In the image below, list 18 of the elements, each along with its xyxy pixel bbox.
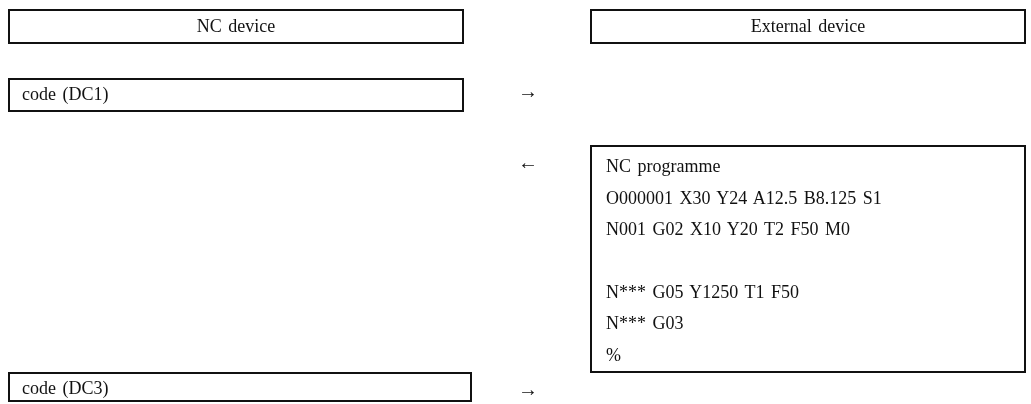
box-label: code (DC1) <box>22 83 110 106</box>
box-label: NC device <box>195 15 277 38</box>
direction-arrow: ← <box>518 151 538 174</box>
code-line: N001 G02 X10 Y20 T2 F50 M0 <box>606 218 851 241</box>
code-box <box>8 372 472 402</box>
code-box <box>8 78 464 112</box>
header-box <box>590 9 1026 44</box>
program-box <box>590 145 1026 373</box>
direction-arrow: → <box>518 80 538 103</box>
code-line: % <box>606 343 622 367</box>
direction-arrow: → <box>518 378 538 401</box>
code-line: N*** G03 <box>606 312 685 335</box>
header-box <box>8 9 464 44</box>
code-line: N*** G05 Y1250 T1 F50 <box>606 280 800 304</box>
box-label: code (DC3) <box>22 377 110 400</box>
box-label: External device <box>749 15 867 38</box>
box-heading: NC programme <box>606 155 722 178</box>
code-line: O000001 X30 Y24 A12.5 B8.125 S1 <box>606 186 883 210</box>
